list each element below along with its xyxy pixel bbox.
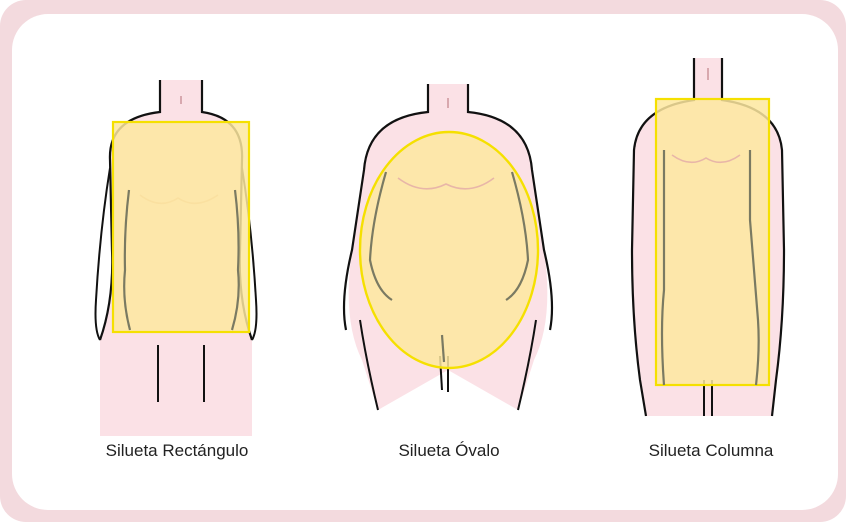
shape-overlay-ellipse [360,132,538,368]
figure-rectangulo [96,80,257,436]
caption-rectangulo: Silueta Rectángulo [106,441,249,461]
shape-overlay-rectangle [113,122,249,332]
caption-columna: Silueta Columna [649,441,774,461]
figure-ovalo [344,84,552,410]
figure-columna [632,58,784,416]
caption-ovalo: Silueta Óvalo [398,441,499,461]
